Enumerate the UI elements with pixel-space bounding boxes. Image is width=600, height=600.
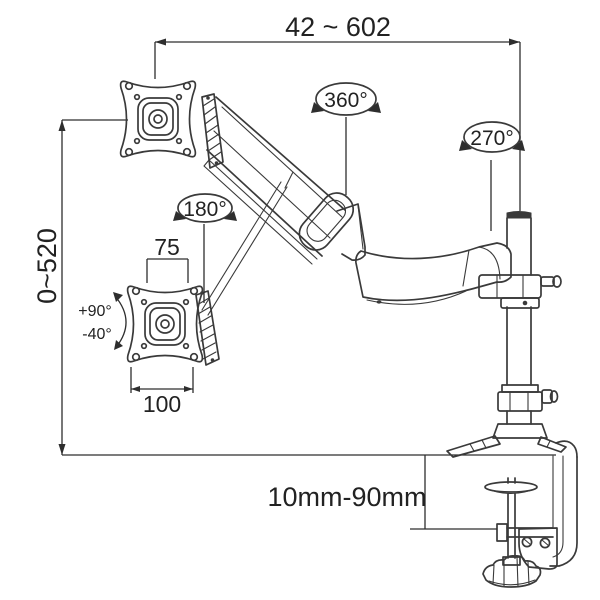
dimension-clamp-range: 10mm-90mm (267, 455, 497, 530)
clamp-pad (484, 481, 538, 493)
tilt-down-label: -40° (82, 326, 112, 343)
clamp-range-label: 10mm-90mm (267, 482, 426, 512)
pole-collar-lower (497, 384, 559, 412)
elbow-joint (298, 192, 366, 261)
side-knob (541, 389, 553, 404)
pole (478, 211, 562, 425)
swivel-360-label: 360° (324, 89, 367, 112)
clamp-rod (507, 477, 516, 559)
arrowhead-bottom (58, 444, 66, 455)
vesa-plate-upper (119, 80, 197, 158)
desk-clamp (482, 455, 578, 588)
height-range-label: 0~520 (32, 228, 62, 304)
arm-lowered-position-lines (201, 181, 288, 316)
hinge-upper (201, 93, 224, 169)
tilt-arrow-down (114, 340, 123, 350)
clamp-screw-plate (518, 527, 558, 570)
rotation-arrow-left (459, 140, 472, 151)
clamp-bracket-lip (496, 523, 508, 542)
arrowhead-right (509, 38, 520, 46)
gas-spring-arm (201, 96, 346, 316)
dimension-height: 0~520 (32, 119, 128, 455)
side-pin (540, 276, 555, 287)
desk-base (446, 423, 578, 458)
tilt-up-label: +90° (78, 303, 112, 320)
arrowhead-left (155, 38, 166, 46)
dimension-vesa-100: 100 (130, 367, 194, 417)
rotation-arrow-left (311, 102, 324, 113)
annotation-rotation-180: 180° (173, 193, 237, 303)
rotation-arrow-right (368, 102, 381, 113)
pole-collar-upper (478, 274, 562, 309)
arm-rotation-180-label: 180° (183, 198, 226, 221)
clamp-screw-right (539, 537, 551, 549)
annotation-tilt: +90° -40° (78, 292, 127, 350)
arrowhead-top (58, 120, 66, 131)
pole-top-cap (506, 211, 532, 219)
pole-rotation-270-label: 270° (470, 127, 513, 150)
rotation-arrow-right (224, 211, 237, 221)
tilt-arc (114, 295, 127, 347)
vesa-plate-lower (126, 285, 204, 363)
reach-range-label: 42 ~ 602 (285, 12, 391, 42)
rotation-arrow-left (173, 211, 186, 221)
vesa-100-label: 100 (143, 391, 181, 417)
rotation-arrow-right (512, 140, 525, 151)
annotation-rotation-360: 360° (311, 82, 381, 195)
arrowhead-right (184, 386, 193, 392)
clamp-screw-left (521, 536, 533, 548)
annotation-rotation-270: 270° (459, 121, 525, 231)
tilt-arrow-up (113, 292, 123, 302)
vesa-75-label: 75 (154, 234, 180, 260)
forearm (355, 242, 512, 305)
arrowhead-left (131, 386, 140, 392)
clamp-knob (482, 554, 542, 588)
dimension-reach: 42 ~ 602 (154, 12, 521, 211)
dimension-vesa-75: 75 (146, 234, 189, 283)
